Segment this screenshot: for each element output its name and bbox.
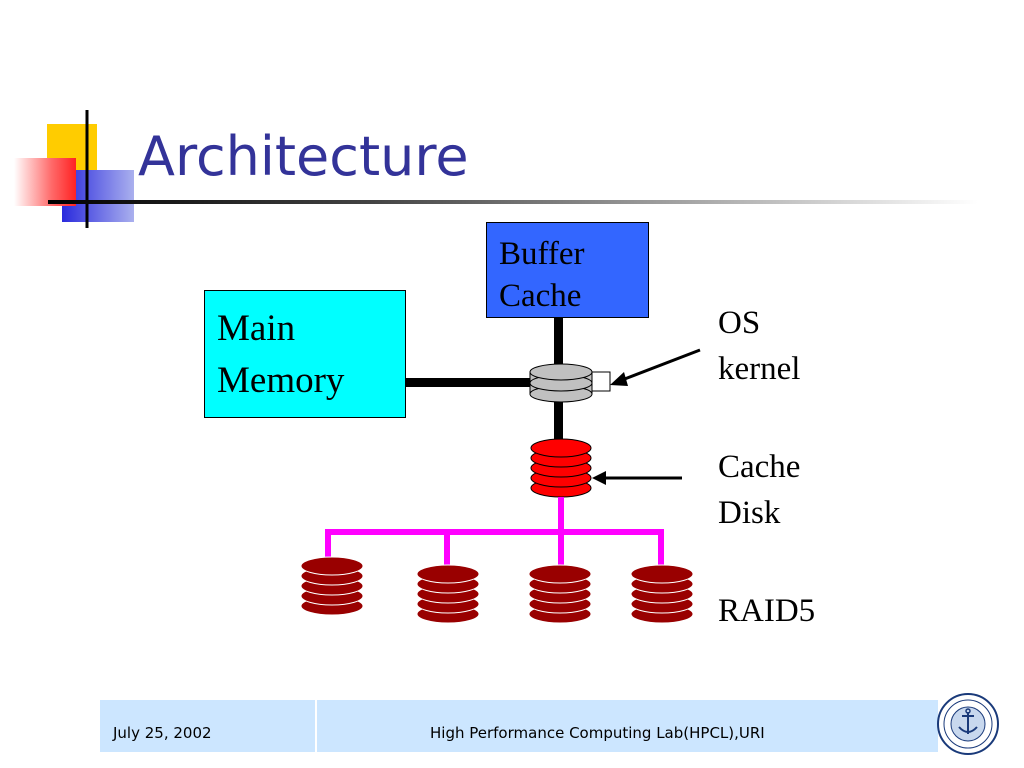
memory-connector <box>406 378 530 387</box>
kernel-cache-connector <box>554 398 563 446</box>
os-kernel-arrow <box>610 348 701 386</box>
footer-divider <box>315 700 317 752</box>
cache-disk-label: Cache Disk <box>718 444 800 536</box>
cache-disk-line2: Disk <box>718 495 781 531</box>
raid-disk-icon <box>528 564 592 624</box>
raid-disk-icon <box>300 556 364 616</box>
raid-bus <box>325 497 664 575</box>
slide-footer: July 25, 2002 High Performance Computing… <box>0 700 1024 752</box>
main-memory-line2: Memory <box>217 360 345 401</box>
red-square <box>14 158 76 206</box>
architecture-diagram <box>300 318 701 624</box>
main-memory-box: Main Memory <box>204 290 406 418</box>
footer-lab: High Performance Computing Lab(HPCL),URI <box>430 724 765 742</box>
title-rule <box>48 200 978 204</box>
cache-disk-icon <box>530 438 592 498</box>
cache-disk-arrow <box>592 471 682 485</box>
buffer-cache-line1: Buffer <box>499 236 585 272</box>
slide-title: Architecture <box>138 125 469 188</box>
university-seal-icon <box>937 693 999 755</box>
os-kernel-line1: OS <box>718 305 761 341</box>
title-decoration <box>14 110 978 228</box>
raid-disk-icon <box>630 564 694 624</box>
main-memory-line1: Main <box>217 308 296 349</box>
os-kernel-disk-icon <box>529 363 611 403</box>
os-kernel-label: OS kernel <box>718 300 800 392</box>
cache-disk-line1: Cache <box>718 449 801 485</box>
os-kernel-line2: kernel <box>718 351 801 387</box>
buffer-connector <box>554 318 563 368</box>
buffer-cache-box: Buffer Cache <box>486 222 649 318</box>
raid-disk-icon <box>416 564 480 624</box>
footer-bar <box>100 700 938 752</box>
footer-date: July 25, 2002 <box>113 724 212 742</box>
raid5-label: RAID5 <box>718 593 816 629</box>
buffer-cache-line2: Cache <box>499 278 582 314</box>
